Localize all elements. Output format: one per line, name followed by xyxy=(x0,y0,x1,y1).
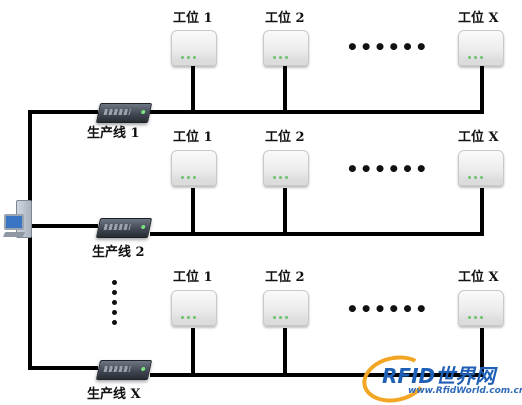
station-label-x: 工位 X xyxy=(458,270,499,285)
watermark-text: RFID世界网 xyxy=(382,364,496,388)
station-label-x: 工位 X xyxy=(458,11,499,26)
rfid-reader-icon xyxy=(171,150,217,186)
watermark-url: www.RfidWorld.com.cn xyxy=(408,386,522,396)
rfid-reader-icon xyxy=(263,30,309,66)
desktop-computer-icon xyxy=(2,200,38,240)
station-label-2: 工位 2 xyxy=(265,130,305,145)
line-label-1: 生产线 1 xyxy=(87,126,140,141)
station-label-1: 工位 1 xyxy=(173,130,213,145)
rfid-reader-icon xyxy=(458,30,504,66)
station-label-x: 工位 X xyxy=(458,130,499,145)
rfid-reader-icon xyxy=(458,290,504,326)
vertical-ellipsis xyxy=(112,280,118,330)
server-rack-icon xyxy=(95,103,153,123)
rfid-reader-icon xyxy=(171,290,217,326)
computer-keyboard xyxy=(2,232,26,237)
server-rack-icon xyxy=(95,218,153,238)
rfid-reader-icon xyxy=(263,150,309,186)
rfidworld-watermark: RFID世界网 www.RfidWorld.com.cn xyxy=(357,349,522,405)
station-label-1: 工位 1 xyxy=(173,270,213,285)
station-ellipsis: •••••• xyxy=(346,35,429,59)
station-label-2: 工位 2 xyxy=(265,11,305,26)
rfid-reader-icon xyxy=(458,150,504,186)
rfid-reader-icon xyxy=(263,290,309,326)
station-label-1: 工位 1 xyxy=(173,11,213,26)
computer-monitor xyxy=(4,214,24,230)
line-label-2: 生产线 2 xyxy=(92,245,145,260)
server-rack-icon xyxy=(95,360,153,380)
station-ellipsis: •••••• xyxy=(346,297,429,321)
station-ellipsis: •••••• xyxy=(346,157,429,181)
line-label-x: 生产线 X xyxy=(87,387,141,402)
station-label-2: 工位 2 xyxy=(265,270,305,285)
rfid-reader-icon xyxy=(171,30,217,66)
